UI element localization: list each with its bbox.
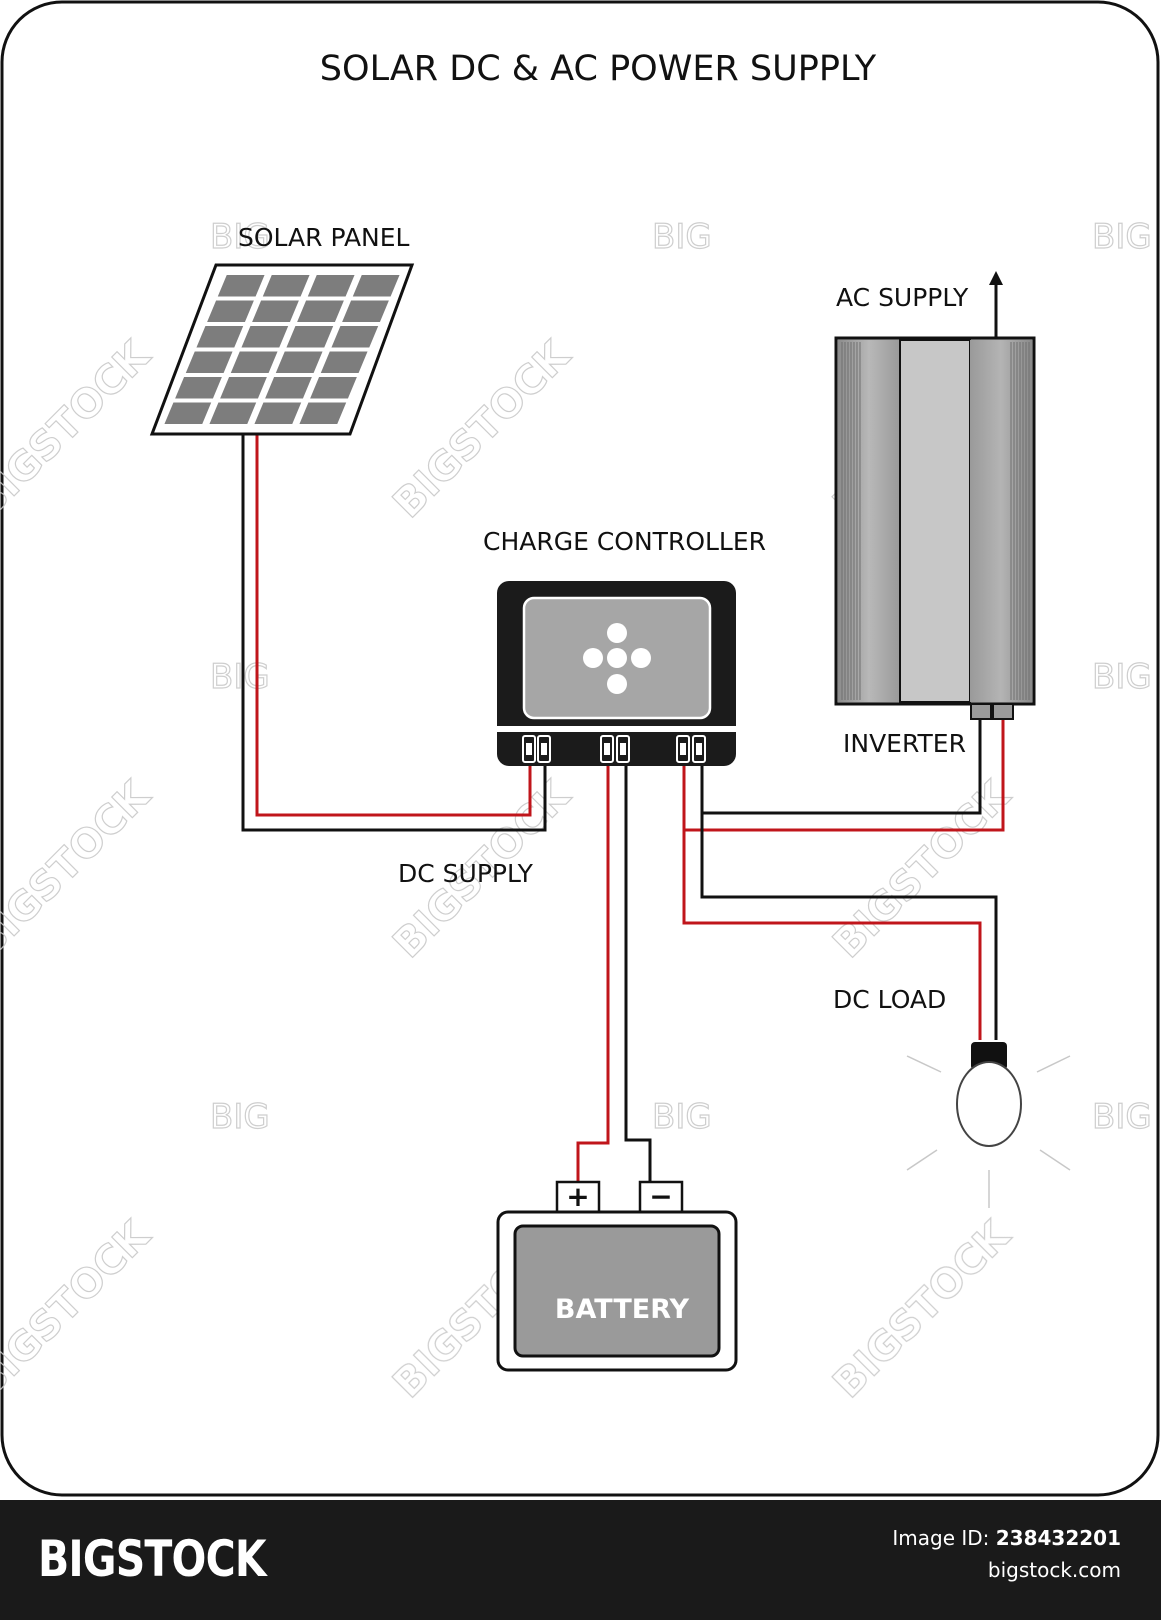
inverter-terminal: [992, 703, 1014, 720]
label-solar-panel: SOLAR PANEL: [238, 223, 410, 252]
solar-cell: [220, 377, 267, 399]
solar-cell: [254, 402, 302, 424]
battery-terminal-positive: [555, 1180, 601, 1214]
wire-panel-negative: [241, 435, 547, 832]
battery-minus-label: −: [649, 1180, 672, 1213]
wire-panel-positive: [255, 435, 532, 817]
indicator-dot: [631, 648, 651, 668]
terminal-screw: [526, 743, 532, 755]
label-charge-controller: CHARGE CONTROLLER: [483, 527, 766, 556]
indicator-dot: [607, 623, 627, 643]
footer-site: bigstock.com: [987, 1558, 1121, 1582]
wire-inverter-negative: [700, 720, 982, 815]
watermark-big: BIG: [652, 1097, 712, 1137]
ac-output-arrow-icon: [989, 271, 1003, 285]
image-id-value: 238432201: [995, 1526, 1121, 1550]
inverter: [834, 336, 1036, 720]
solar-cell: [164, 402, 212, 424]
diagram-title: SOLAR DC & AC POWER SUPPLY: [320, 49, 877, 89]
terminal-screw: [541, 743, 547, 755]
wiring: [241, 284, 1005, 1183]
inverter-panel-right: [970, 340, 1032, 702]
solar-cell: [286, 326, 334, 348]
watermark-big: BIG: [210, 1097, 270, 1137]
watermark-big: BIG: [1092, 657, 1152, 697]
wire-inverter-positive: [682, 720, 1005, 832]
footer-logo: BIGSTOCK: [38, 1530, 267, 1588]
solar-cell: [331, 326, 379, 348]
terminal-screw: [620, 743, 626, 755]
solar-cell: [299, 402, 347, 424]
footer-image-info: Image ID: 238432201 bigstock.com: [892, 1522, 1121, 1586]
watermark-big: BIG: [210, 657, 270, 697]
solar-cell: [320, 351, 368, 373]
solar-cell: [297, 300, 344, 322]
watermark-big: BIG: [652, 217, 712, 257]
terminal-screw: [696, 743, 702, 755]
solar-cell: [307, 275, 355, 297]
bulb-ray: [1036, 1055, 1071, 1073]
indicator-dot: [607, 648, 627, 668]
solar-cell: [196, 326, 244, 348]
indicator-dot: [583, 648, 603, 668]
controller-terminals: [522, 735, 706, 763]
solar-cell: [209, 402, 257, 424]
solar-cell: [342, 300, 389, 322]
label-dc-supply: DC SUPPLY: [398, 859, 534, 888]
solar-panel-cells: [164, 275, 400, 424]
solar-cell: [175, 377, 222, 399]
solar-cell: [275, 351, 323, 373]
controller-indicator-icon: [583, 623, 651, 694]
bulb-ray: [1039, 1149, 1071, 1171]
battery-body: [513, 1224, 721, 1358]
watermark-big: BIG: [1092, 217, 1152, 257]
terminal-screw: [604, 743, 610, 755]
charge-controller: [497, 581, 736, 766]
image-id-label: Image ID:: [892, 1526, 990, 1550]
inverter-panel-center: [899, 339, 971, 703]
wire-battery-positive: [576, 740, 610, 1183]
solar-cell: [310, 377, 357, 399]
inverter-terminal: [970, 703, 992, 720]
solar-cell: [241, 326, 289, 348]
solar-cell: [252, 300, 299, 322]
terminal-screw: [680, 743, 686, 755]
footer-bar: BIGSTOCK Image ID: 238432201 bigstock.co…: [0, 1500, 1161, 1620]
solar-cell: [352, 275, 400, 297]
solar-cell: [217, 275, 265, 297]
inverter-fins: [841, 342, 1030, 700]
dc-load-bulb: [906, 1042, 1071, 1208]
label-ac-supply: AC SUPPLY: [836, 283, 969, 312]
footer-image-id-row: Image ID: 238432201: [892, 1522, 1121, 1554]
battery-label: BATTERY: [555, 1294, 690, 1325]
solar-cell: [185, 351, 233, 373]
watermark-big: BIG: [210, 217, 270, 257]
watermark-big: BIG: [1092, 1097, 1152, 1137]
wire-load-positive: [682, 830, 982, 1040]
solar-diagram: BIG BIG BIG BIG BIG BIG BIG BIG BIG BIGS…: [0, 0, 1160, 1497]
wire-load-negative: [700, 813, 998, 1040]
label-inverter: INVERTER: [843, 729, 966, 758]
solar-cell: [230, 351, 278, 373]
solar-panel: [149, 263, 415, 436]
solar-cell: [265, 377, 312, 399]
label-dc-load: DC LOAD: [833, 985, 946, 1014]
inverter-panel-left: [838, 340, 900, 702]
solar-cell: [262, 275, 310, 297]
battery: + − BATTERY: [496, 1180, 738, 1372]
solar-cell: [207, 300, 254, 322]
bulb-ray: [906, 1149, 938, 1171]
indicator-dot: [607, 674, 627, 694]
battery-plus-label: +: [566, 1180, 589, 1213]
bulb-ray: [906, 1055, 942, 1073]
bulb-rays-icon: [906, 1055, 1071, 1208]
wire-battery-negative: [624, 740, 652, 1183]
controller-terminal-strip: [497, 726, 736, 732]
bulb-icon: [956, 1061, 1022, 1147]
